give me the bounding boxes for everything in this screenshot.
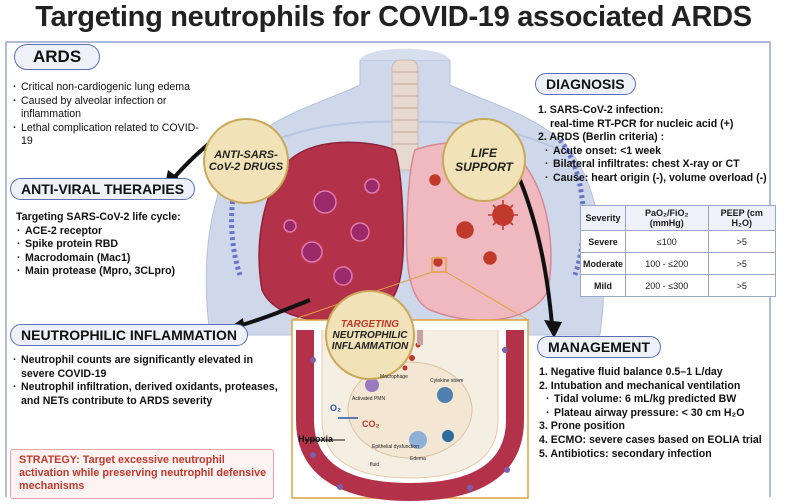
- diagnosis-sub: Acute onset: <1 week: [544, 145, 783, 159]
- antiviral-item: Macrodomain (Mac1): [16, 252, 236, 266]
- diagnosis-line2: 2. ARDS (Berlin criteria) :: [538, 131, 665, 144]
- life-support-circle: LIFE SUPPORT: [442, 118, 526, 202]
- antiviral-heading: ANTI-VIRAL THERAPIES: [10, 178, 196, 200]
- o2-label: O₂: [330, 403, 341, 413]
- neutrophilic-item: Neutrophil counts are significantly elev…: [12, 354, 282, 381]
- page-title: Targeting neutrophils for COVID-19 assoc…: [35, 1, 752, 33]
- management-line: 2. Intubation and mechanical ventilation: [539, 379, 741, 392]
- macrophage-label: Macrophage: [380, 374, 408, 380]
- diagnosis-heading: DIAGNOSIS: [535, 73, 636, 95]
- ards-item: Lethal complication related to COVID-19: [12, 122, 202, 149]
- management-block: 1. Negative fluid balance 0.5–1 L/day 2.…: [539, 366, 781, 461]
- life-support-label: LIFE SUPPORT: [455, 146, 513, 174]
- table-cell: >5: [707, 252, 776, 275]
- targeting-circle: TARGETING NEUTROPHILIC INFLAMMATION: [325, 290, 415, 380]
- arrow-to-management: [518, 179, 554, 326]
- fluid-label: fluid: [370, 462, 380, 468]
- table-header: PEEP (cm H₂O): [707, 205, 776, 231]
- arrow-to-neutrophilic: [237, 298, 311, 328]
- management-sub: Tidal volume: 6 mL/kg predicted BW: [545, 393, 781, 407]
- management-heading: MANAGEMENT: [537, 336, 661, 358]
- co2-label: CO₂: [362, 419, 380, 429]
- table-header: Severity: [579, 205, 627, 231]
- ards-heading: ARDS: [14, 44, 101, 70]
- cytokine-label: Cytokine storm: [430, 378, 464, 384]
- antiviral-item: ACE-2 receptor: [16, 225, 236, 239]
- trachea: [391, 59, 419, 171]
- antiviral-block: Targeting SARS-CoV-2 life cycle: ACE-2 r…: [16, 211, 236, 279]
- targeting-top-label: TARGETING: [340, 318, 400, 330]
- diagnosis-sub: Bilateral infiltrates: chest X-ray or CT: [544, 158, 783, 172]
- severity-table: Severity PaO₂/FiO₂ (mmHg) PEEP (cm H₂O) …: [579, 205, 776, 297]
- table-row: Severe ≤100 >5: [579, 230, 776, 253]
- edema-label: Edema: [410, 456, 426, 462]
- drugs-label: ANTI-SARS-CoV-2 DRUGS: [208, 149, 284, 173]
- strategy-box: STRATEGY: Target excessive neutrophil ac…: [10, 449, 274, 499]
- pmn-label: Activated PMN: [352, 396, 386, 402]
- epithelial-label: Epithelial dysfunction: [372, 444, 419, 450]
- table-cell: >5: [707, 274, 776, 297]
- table-cell: ≤100: [625, 230, 709, 253]
- table-header: PaO₂/FiO₂ (mmHg): [625, 205, 709, 231]
- neutrophilic-list: Neutrophil counts are significantly elev…: [12, 354, 282, 408]
- table-cell: 100 - ≤200: [625, 252, 709, 275]
- management-line: 4. ECMO: severe cases based on EOLIA tri…: [539, 433, 762, 446]
- ards-item: Critical non-cardiogenic lung edema: [12, 81, 202, 95]
- management-line: 5. Antibiotics: secondary infection: [539, 447, 712, 460]
- management-line: 3. Prone position: [539, 420, 625, 433]
- management-sub: Plateau airway pressure: < 30 cm H₂O: [545, 407, 781, 421]
- table-cell: Severe: [579, 230, 627, 253]
- hypoxia-label: Hypoxia: [298, 434, 334, 444]
- table-cell: Mild: [579, 274, 627, 297]
- neutrophilic-item: Neutrophil infiltration, derived oxidant…: [12, 381, 282, 408]
- antiviral-item: Spike protein RBD: [16, 238, 236, 252]
- management-line: 1. Negative fluid balance 0.5–1 L/day: [539, 366, 723, 378]
- ards-item: Caused by alveolar infection or inflamma…: [12, 95, 202, 122]
- ards-list: Critical non-cardiogenic lung edema Caus…: [12, 81, 202, 149]
- diagnosis-line1a: 1. SARS-CoV-2 infection:: [538, 104, 664, 116]
- strategy-text: STRATEGY: Target excessive neutrophil ac…: [19, 454, 267, 492]
- antiviral-intro: Targeting SARS-CoV-2 life cycle:: [16, 211, 181, 223]
- zoom-square: [431, 257, 447, 273]
- table-cell: Moderate: [579, 252, 627, 275]
- table-cell: 200 - ≤300: [625, 274, 709, 297]
- neutrophilic-heading: NEUTROPHILIC INFLAMMATION: [10, 324, 248, 346]
- table-cell: >5: [707, 230, 776, 253]
- antiviral-item: Main protease (Mpro, 3CLpro): [16, 265, 236, 279]
- diagnosis-line1b: real-time RT-PCR for nucleic acid (+): [550, 117, 734, 130]
- table-row: Moderate 100 - ≤200 >5: [579, 252, 776, 275]
- table-row: Mild 200 - ≤300 >5: [579, 274, 776, 297]
- drugs-circle: ANTI-SARS-CoV-2 DRUGS: [203, 118, 289, 204]
- frame-line: [6, 41, 771, 497]
- infection-spheres: [283, 178, 380, 286]
- targeting-bottom-label: NEUTROPHILIC INFLAMMATION: [331, 329, 409, 352]
- alveolar-space: [347, 361, 473, 459]
- diagnosis-block: 1. SARS-CoV-2 infection: real-time RT-PC…: [538, 104, 783, 186]
- diagnosis-sub: Cause: heart origin (-), volume overload…: [544, 172, 783, 186]
